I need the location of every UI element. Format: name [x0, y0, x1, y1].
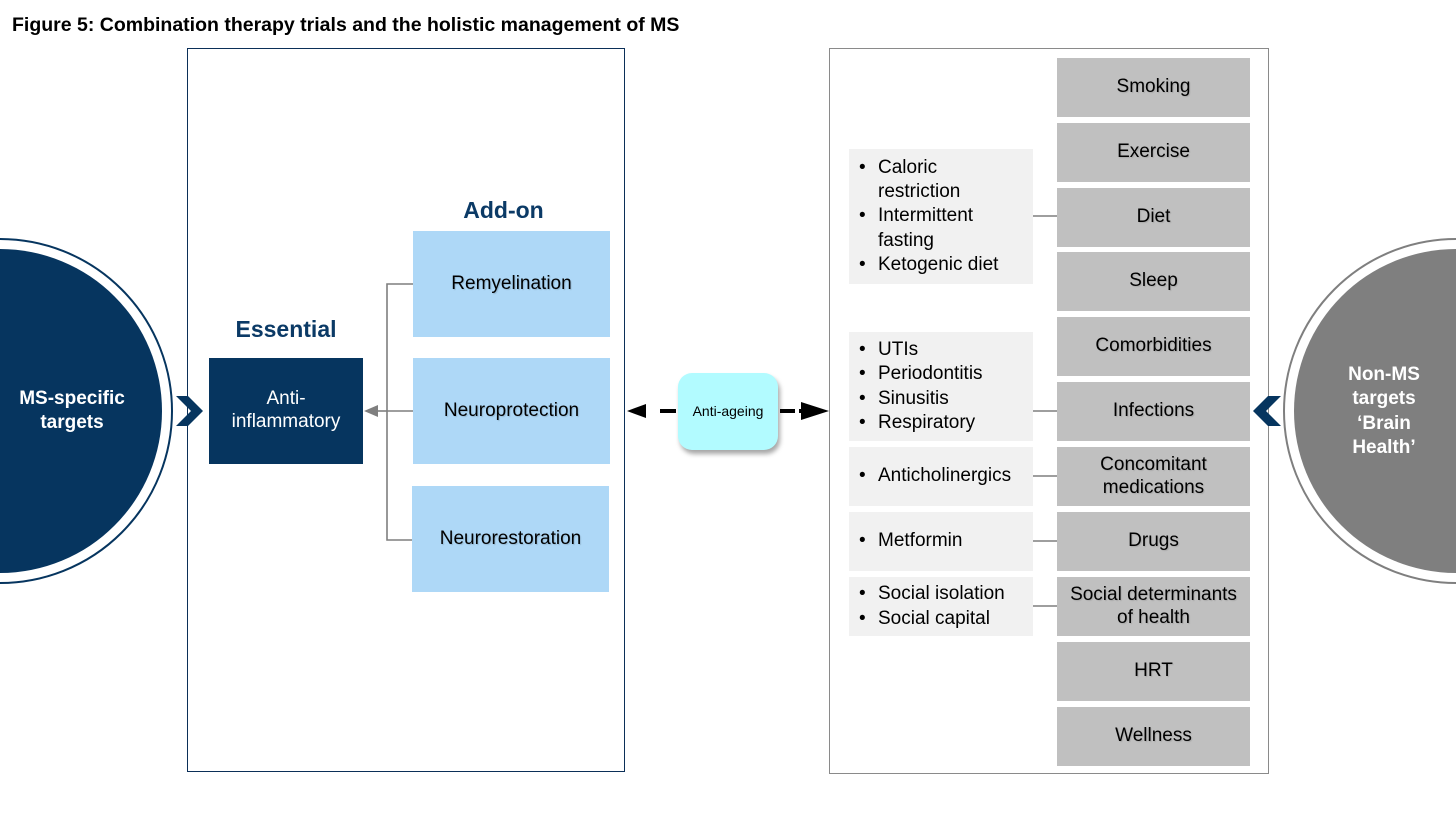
target-wellness: Wellness [1057, 707, 1250, 766]
list-item: Respiratory [859, 411, 1033, 436]
detail-connectors [1033, 215, 1057, 607]
left-chevron-icon [1253, 396, 1281, 426]
ms-circle [0, 249, 162, 573]
anti-inflammatory-box: Anti- inflammatory [209, 358, 363, 464]
ms-label-line1: MS-specific [19, 388, 125, 409]
remyelination-box: Remyelination [413, 231, 610, 337]
list-item: UTIs [859, 338, 1033, 363]
brain-health-panel [829, 48, 1269, 774]
non-ms-label-line4: Health’ [1352, 436, 1416, 458]
anti-ageing-right-arrow [780, 402, 829, 420]
neurorestoration-box: Neurorestoration [412, 486, 609, 592]
target-diet: Diet [1057, 188, 1250, 247]
non-ms-label-line1: Non-MS [1348, 364, 1420, 385]
ms-therapy-panel [187, 48, 625, 772]
target-infections: Infections [1057, 382, 1250, 441]
non-ms-label: Non-MS targets ‘Brain Health’ [1312, 363, 1456, 460]
list-item: Social isolation [859, 582, 1033, 607]
list-item: Social capital [859, 607, 1033, 632]
non-ms-label-line2: targets [1352, 388, 1416, 410]
target-sleep: Sleep [1057, 252, 1250, 311]
addon-connector [376, 283, 413, 541]
list-item: Periodontitis [859, 362, 1033, 387]
ms-label-line2: targets [40, 412, 104, 434]
non-ms-circle [1294, 249, 1456, 573]
neuroprotection-box: Neuroprotection [413, 358, 610, 464]
infections-detail-list: UTIs Periodontitis Sinusitis Respiratory [849, 332, 1033, 441]
anti-ageing-box: Anti-ageing [678, 373, 778, 450]
list-item: Anticholinergics [859, 464, 1033, 489]
list-item: Ketogenic diet [859, 253, 1033, 278]
target-drugs: Drugs [1057, 512, 1250, 571]
anti-inflammatory-line2: inflammatory [231, 411, 341, 432]
target-comorbidities: Comorbidities [1057, 317, 1250, 376]
target-exercise: Exercise [1057, 123, 1250, 182]
figure-title: Figure 5: Combination therapy trials and… [12, 14, 680, 36]
anti-inflammatory-line1: Anti- [266, 388, 306, 410]
list-item: Metformin [859, 529, 1033, 554]
anti-ageing-left-arrow [627, 404, 676, 418]
list-item: Sinusitis [859, 387, 1033, 412]
non-ms-label-line3: ‘Brain [1357, 412, 1411, 434]
essential-heading: Essential [235, 316, 337, 342]
right-chevron-icon [176, 396, 203, 426]
target-hrt: HRT [1057, 642, 1250, 701]
drugs-detail-list: Metformin [849, 512, 1033, 571]
target-smoking: Smoking [1057, 58, 1250, 117]
connector-arrowhead [364, 405, 378, 417]
social-detail-list: Social isolation Social capital [849, 577, 1033, 636]
medications-detail-list: Anticholinergics [849, 447, 1033, 506]
addon-heading: Add-on [463, 197, 544, 223]
ms-specific-label: MS-specific targets [0, 387, 144, 436]
